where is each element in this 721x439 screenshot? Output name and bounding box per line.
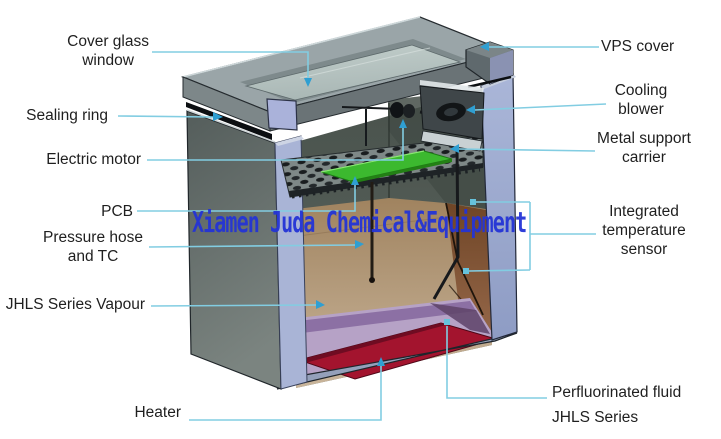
label-vps-cover: VPS cover [601, 38, 675, 55]
leader-temp-sensor-bottom [468, 269, 531, 272]
arrow-cover-glass [304, 78, 312, 87]
leader-sealing-ring [117, 115, 214, 118]
leader-cover-glass [152, 51, 309, 79]
temperature-sensor-rod [432, 145, 460, 300]
label-sealing-ring: Sealing ring [26, 107, 108, 124]
label-cooling-blower: Cooling blower [614, 82, 668, 118]
leader-cooling-blower [474, 103, 607, 111]
pressure-hose-rod [369, 182, 375, 283]
blower-top-gap [420, 80, 484, 93]
heater-back-edge [299, 323, 446, 363]
sealing-ring-gap [186, 102, 272, 140]
blower-fan-hub [444, 107, 458, 117]
arrow-pcb [351, 176, 359, 185]
arrow-cooling-blower [466, 105, 475, 114]
arrow-electric-motor [399, 119, 407, 128]
watermark-text: Xiamen Juda Chemical&Equipment [192, 205, 527, 240]
arrow-heater [377, 357, 385, 366]
leader-metal-support [458, 148, 596, 152]
label-pressure-hose: Pressure hose and TC [43, 229, 143, 265]
pcb-board [320, 150, 453, 184]
blower-duct [420, 130, 483, 152]
lid-top-highlight [182, 16, 421, 78]
arrow-metal-support [450, 144, 459, 153]
cover-glass-window-pane [244, 44, 462, 101]
left-cut-top-sliver [275, 136, 304, 146]
fluid-and-heater [297, 298, 498, 380]
left-wall-cut-face [274, 135, 308, 390]
leader-jhls-vapour [150, 304, 317, 307]
leader-perfluorinated [446, 326, 547, 399]
hose-tip [369, 277, 375, 283]
arrow-pressure-hose [355, 240, 364, 249]
label-pcb: PCB [101, 203, 133, 220]
lid-corner-cut-face [266, 98, 298, 131]
dot-temp-sensor-top [470, 199, 476, 205]
label-jhls-series-vapour: JHLS Series Vapour [5, 296, 145, 313]
motor-body [390, 102, 404, 118]
vapour-level-line [297, 213, 471, 237]
interior-right-corner-line [445, 202, 484, 316]
pcb-front-edge [350, 159, 452, 184]
right-seal-gap [467, 75, 512, 89]
leader-dots [444, 199, 476, 325]
arrow-jhls-vapour [316, 300, 325, 309]
lid-corner-block-side [490, 50, 513, 84]
leader-arrows [213, 42, 489, 366]
leader-pcb [137, 183, 356, 212]
label-heater: Heater [134, 404, 181, 421]
leader-electric-motor [147, 126, 404, 161]
arrow-vps-cover [480, 42, 489, 51]
label-integrated-temperature-sensor: Integrated temperature sensor [602, 203, 686, 258]
outer-shell [186, 73, 518, 390]
cooling-blower-shape [419, 80, 485, 152]
glass-streak [299, 47, 431, 79]
fluid-dark-corner [430, 303, 490, 334]
dot-perfluorinated [444, 319, 450, 325]
fluid-back-band [298, 301, 476, 333]
leader-heater [189, 364, 382, 421]
dot-temp-sensor-bottom [463, 268, 469, 274]
pcb-edge-highlight [320, 150, 425, 173]
label-electric-motor: Electric motor [46, 151, 141, 168]
left-wall-top-highlight [186, 109, 276, 143]
lid-corner-block-top [466, 42, 513, 58]
label-metal-support-carrier: Metal support carrier [597, 130, 691, 166]
leader-pressure-hose [148, 244, 356, 248]
vps-cover-shape [180, 16, 514, 140]
label-cover-glass-window: Cover glass window [67, 33, 149, 69]
left-outer-wall [186, 110, 282, 390]
leader-lines [117, 46, 607, 421]
arrow-sealing-ring [213, 112, 223, 121]
label-perfluorinated-fluid: Perfluorinated fluid [552, 384, 682, 401]
mesh-front-edge [289, 163, 483, 197]
label-jhls-series: JHLS Series [552, 409, 639, 426]
motor-body-2 [403, 104, 415, 118]
